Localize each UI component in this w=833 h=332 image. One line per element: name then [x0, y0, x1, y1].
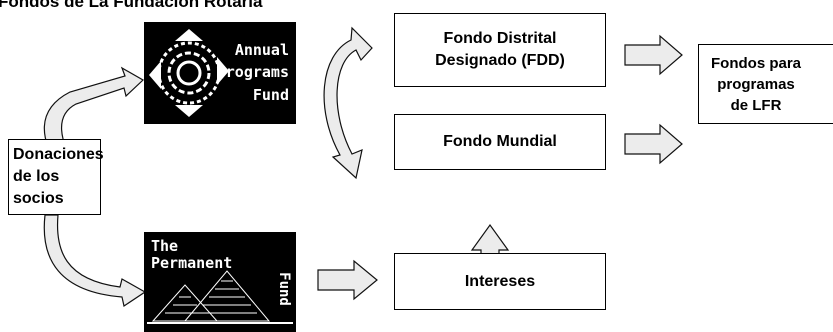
node-intereses: Intereses: [394, 253, 606, 310]
diagram-title: Fondos de La Fundación Rotaria: [0, 0, 263, 11]
arrow-donaciones-to-permanent: [43, 214, 147, 307]
annual-logo-line2: Programs: [216, 63, 289, 81]
annual-logo-line3: Fund: [252, 86, 289, 104]
pyramids-icon: [147, 270, 293, 324]
node-fondos-programas-lfr: Fondos para programas de LFR: [698, 44, 833, 124]
arrow-fdd-to-fondos: [624, 34, 683, 76]
permanent-logo-line3: Fund: [276, 272, 293, 306]
permanent-fund-logo: The Permanent Fund: [144, 232, 296, 332]
permanent-logo-line1: The: [151, 237, 179, 255]
node-fondo-mundial: Fondo Mundial: [394, 114, 606, 170]
arrow-mundial-to-fondos: [624, 123, 683, 165]
arrow-annual-double: [323, 26, 373, 180]
permanent-logo-line2: Permanent: [151, 254, 233, 272]
arrow-permanent-to-intereses: [317, 259, 378, 301]
annual-programs-fund-logo: Annual Programs Fund: [144, 22, 296, 124]
node-donaciones-socios: Donaciones de los socios: [8, 139, 104, 215]
node-fondo-distrital-designado: Fondo Distrital Designado (FDD): [394, 13, 606, 87]
recycle-arrows-icon: [149, 29, 229, 117]
annual-logo-line1: Annual: [234, 41, 289, 59]
